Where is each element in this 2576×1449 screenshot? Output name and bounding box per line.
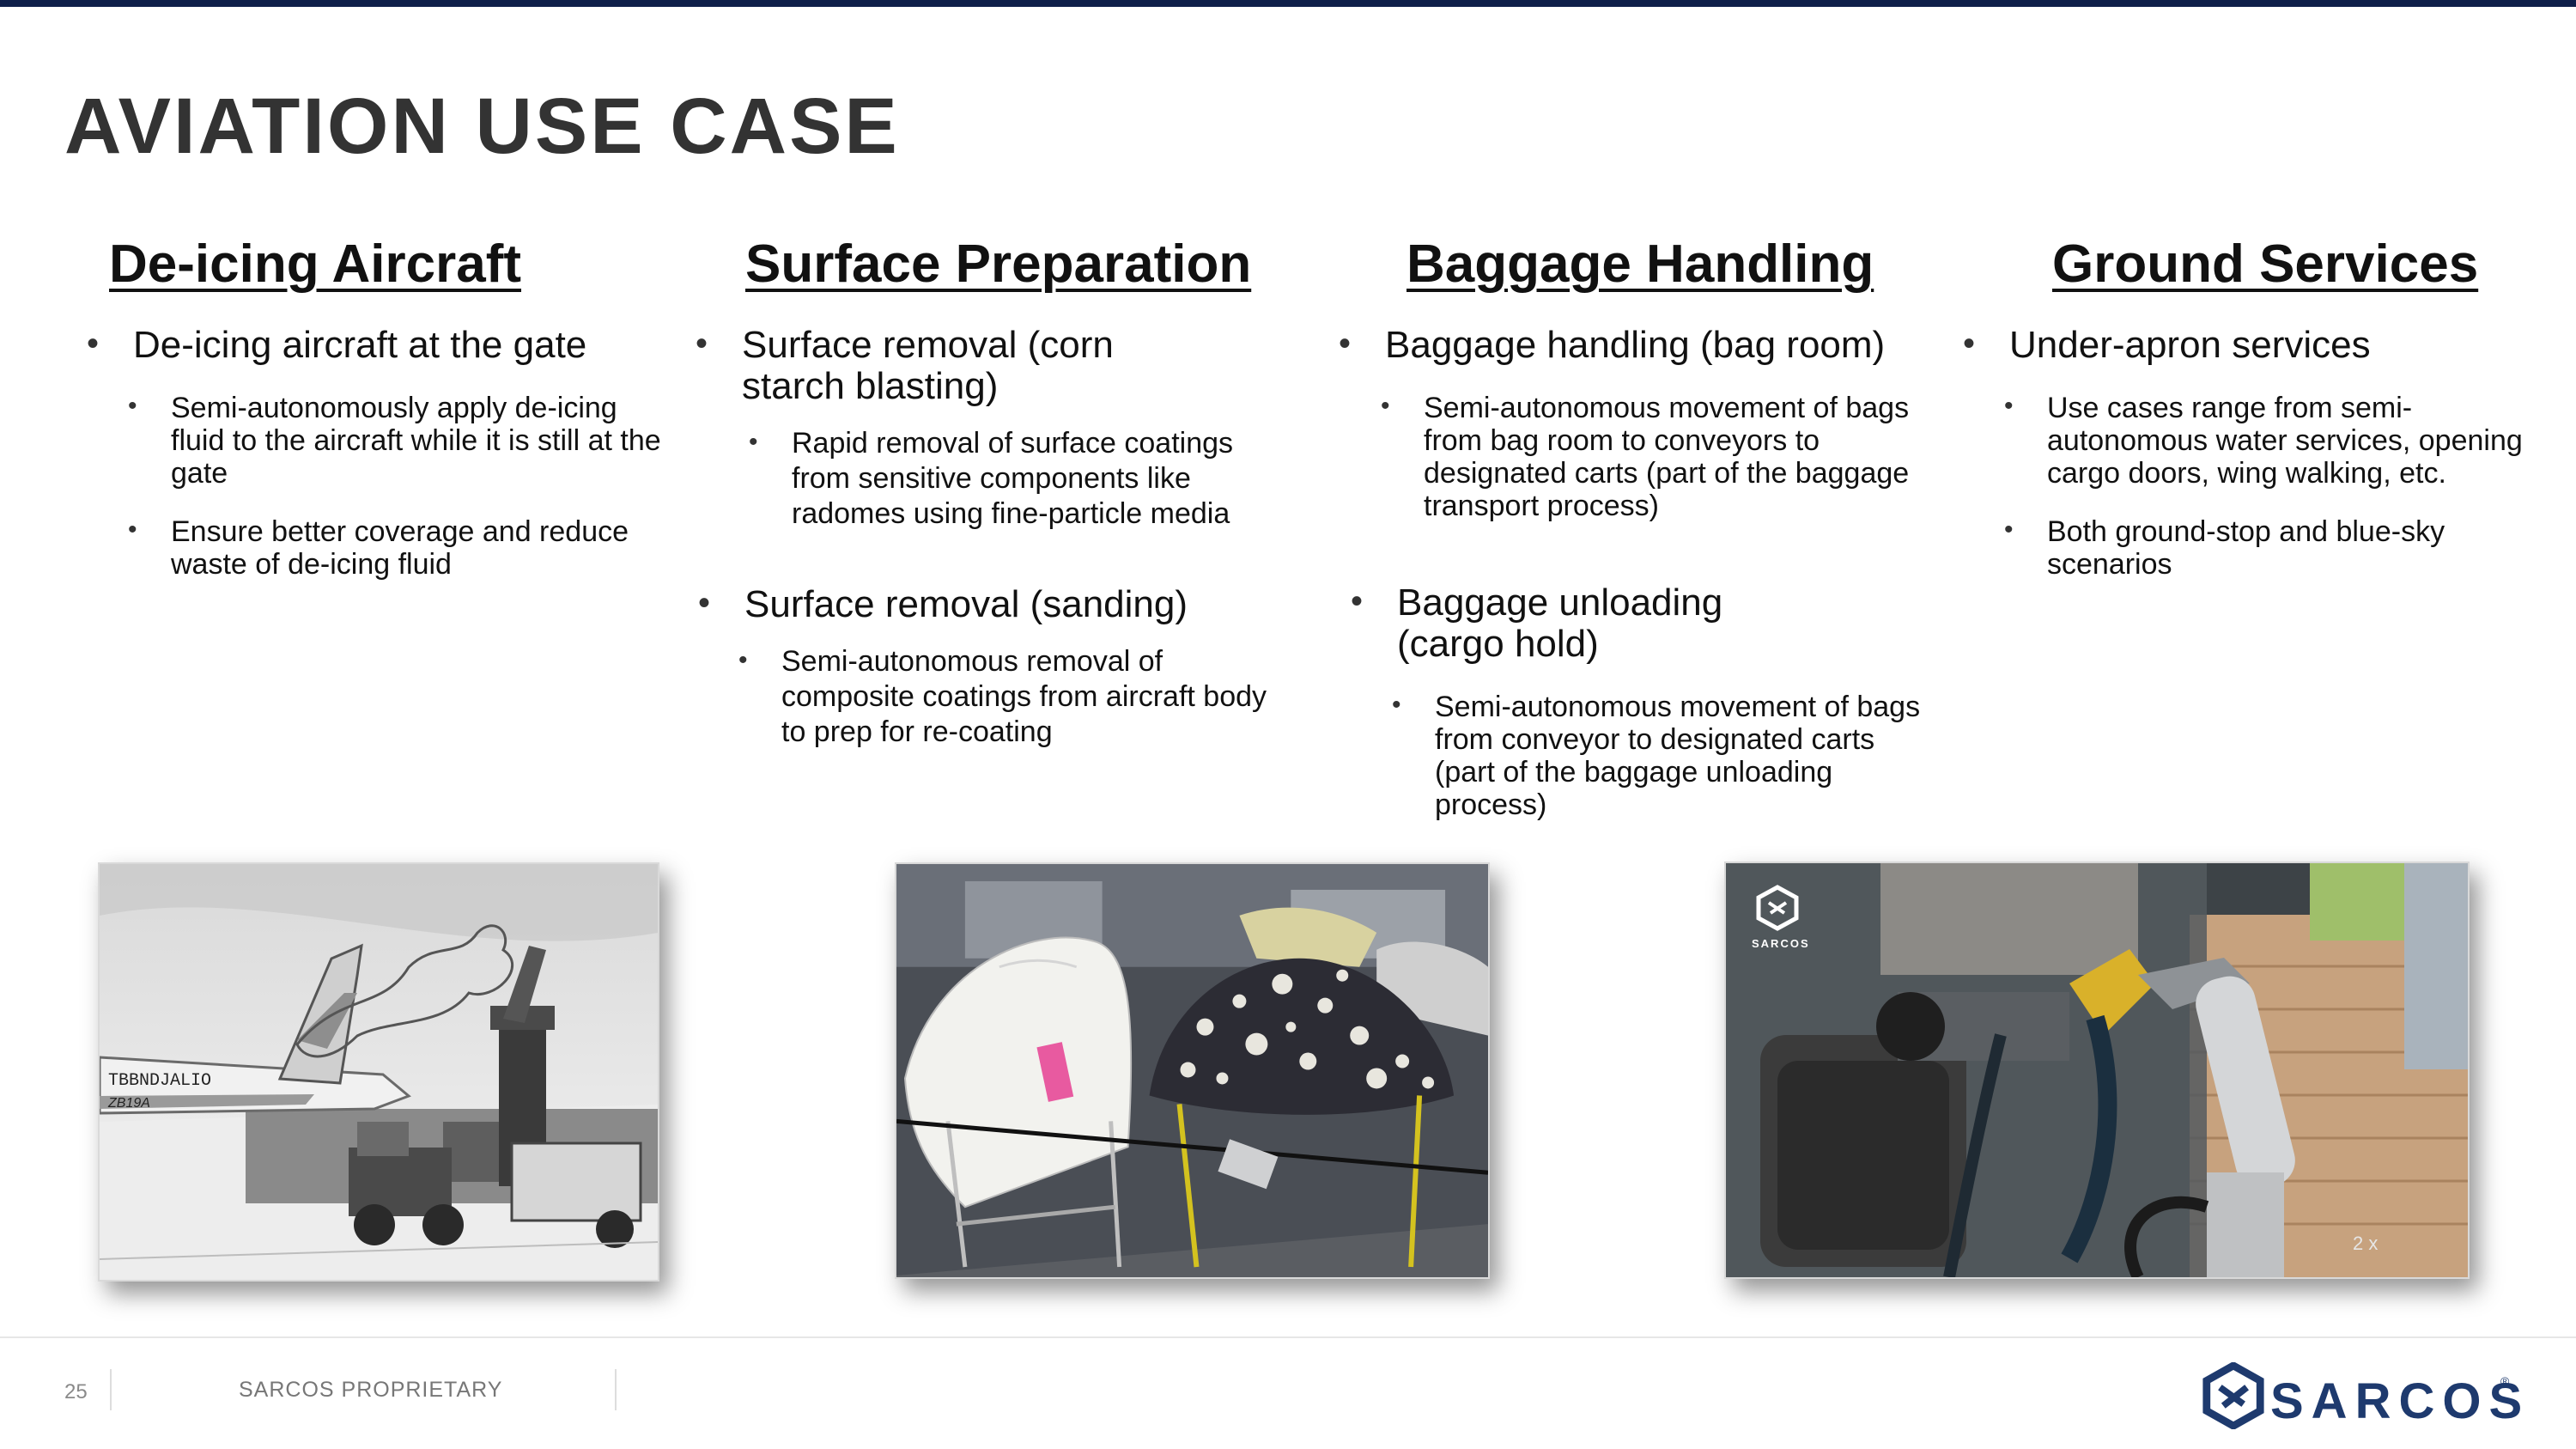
column-title-surface-prep: Surface Preparation xyxy=(745,234,1252,294)
bullet-sanding: • Surface removal (sanding) xyxy=(698,583,1188,625)
footer-separator xyxy=(615,1369,617,1410)
bullet-dot: • xyxy=(1351,582,1364,620)
bullet-dot: • xyxy=(696,325,708,362)
bullet-dot: • xyxy=(749,428,758,456)
bullet-dot: • xyxy=(2004,392,2014,420)
bullet-dot: • xyxy=(698,584,711,622)
bullet-dot: • xyxy=(1963,325,1976,362)
sub-bullet-deicing-apply: • Semi-autonomously apply de-icing fluid… xyxy=(128,392,661,490)
top-accent-bar xyxy=(0,0,2576,7)
footer-separator xyxy=(110,1369,112,1410)
bullet-dot: • xyxy=(128,515,137,544)
sub-bullet-ground-stop: • Both ground-stop and blue-sky scenario… xyxy=(2004,515,2445,581)
slide-title: AVIATION USE CASE xyxy=(64,82,900,170)
sub-bullet-composite: • Semi-autonomous removal of composite c… xyxy=(738,644,1297,750)
deicing-sketch: TBBNDJALIO ZB19A xyxy=(100,864,658,1280)
column-title-ground-services: Ground Services xyxy=(2052,234,2479,294)
sub-bullet-water-services: • Use cases range from semi-autonomous w… xyxy=(2004,392,2523,490)
bullet-dot: • xyxy=(1392,691,1401,719)
column-title-deicing: De-icing Aircraft xyxy=(109,234,522,294)
deicing-illustration-image: TBBNDJALIO ZB19A xyxy=(98,862,659,1282)
bullet-dot: • xyxy=(1339,325,1352,362)
tail-number-label: TBBNDJALIO xyxy=(108,1071,211,1091)
footer-divider xyxy=(0,1336,2576,1338)
bullet-dot: • xyxy=(738,646,748,674)
column-title-baggage: Baggage Handling xyxy=(1406,234,1874,294)
sub-bullet-deicing-coverage: • Ensure better coverage and reduce wast… xyxy=(128,515,629,581)
bullet-corn-starch: • Surface removal (corn starch blasting) xyxy=(696,324,1114,407)
overlay-sarcos-logo: SARCOS xyxy=(1752,885,1810,950)
footer-confidentiality-label: SARCOS PROPRIETARY xyxy=(239,1378,503,1402)
bullet-dot: • xyxy=(87,325,100,362)
bullet-dot: • xyxy=(1381,392,1390,420)
sub-bullet-cargo-hold: • Semi-autonomous movement of bags from … xyxy=(1392,691,1921,821)
bullet-dot: • xyxy=(128,392,137,420)
robot-arm-scene: SARCOS 2 x xyxy=(1726,863,2468,1277)
radome-scene xyxy=(896,864,1488,1277)
sub-bullet-bag-room: • Semi-autonomous movement of bags from … xyxy=(1381,392,1910,522)
bullet-under-apron: • Under-apron services xyxy=(1963,324,2371,366)
sarcos-logo-icon xyxy=(2202,1362,2264,1429)
bullet-bag-room: • Baggage handling (bag room) xyxy=(1339,324,1886,366)
page-number: 25 xyxy=(64,1380,88,1403)
bullet-cargo-hold: • Baggage unloading (cargo hold) xyxy=(1351,581,1723,665)
radome-photo-image xyxy=(895,862,1490,1279)
sub-bullet-radome: • Rapid removal of surface coatings from… xyxy=(749,426,1273,532)
bullet-deicing-gate: • De-icing aircraft at the gate xyxy=(87,324,587,366)
tail-code-label: ZB19A xyxy=(107,1096,150,1111)
robot-arm-photo-image: SARCOS 2 x xyxy=(1724,861,2470,1279)
bullet-dot: • xyxy=(2004,515,2014,544)
sarcos-logo-wordmark: SARCOS xyxy=(2270,1373,2530,1429)
overlay-logo-text: SARCOS xyxy=(1752,937,1810,950)
playback-speed-label: 2 x xyxy=(2353,1233,2378,1254)
registered-mark: ® xyxy=(2500,1374,2510,1388)
